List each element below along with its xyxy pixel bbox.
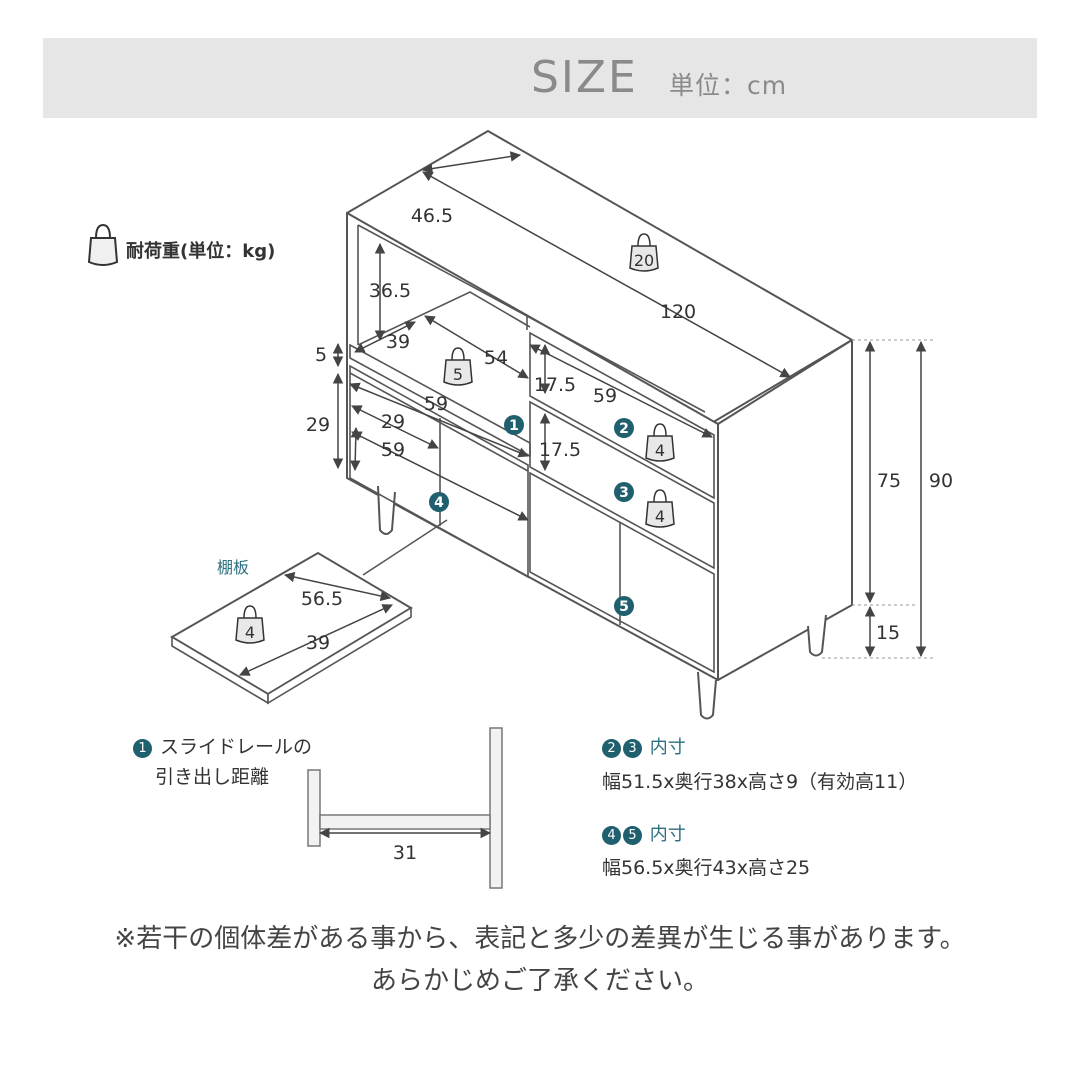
leg-front-right [697, 671, 717, 720]
disclaimer-line2: あらかじめご了承ください。 [370, 966, 709, 996]
shelf-depth: 39 [306, 632, 330, 654]
shelf-width: 56.5 [301, 588, 343, 610]
marker-3-label: 3 [619, 485, 629, 501]
dim-gap-a: 17.5 [534, 374, 576, 396]
marker-1-circle [504, 415, 524, 435]
weight-icon-shelf-opening: 5 [443, 347, 473, 386]
inner-45-text: 幅56.5x奥行43x高さ25 [602, 857, 811, 879]
dim-panel: 5 [315, 344, 327, 366]
dim-left-width: 59 [381, 439, 405, 461]
dim-height-90: 90 [929, 470, 953, 492]
marker-2-label: 2 [619, 421, 629, 437]
load-value-drawer-3: 4 [655, 507, 665, 526]
dim-left-height: 29 [306, 414, 330, 436]
marker-1-badge: 1 [133, 739, 152, 758]
loose-shelf [170, 551, 413, 696]
dim-height-75: 75 [877, 470, 901, 492]
size-title: SIZE [531, 52, 638, 103]
slide-distance: 31 [393, 842, 417, 864]
inner-23-text: 幅51.5x奥行38x高さ9（有効高11） [602, 771, 918, 793]
load-value-loose-shelf: 4 [245, 623, 255, 642]
marker-5-label: 5 [619, 599, 629, 615]
load-value-drawer-2: 4 [655, 441, 665, 460]
marker-3-circle [614, 482, 634, 502]
weight-icon-drawer-2: 4 [645, 423, 675, 462]
shelf-label: 棚板 [217, 558, 249, 577]
dim-gap-b: 17.5 [539, 439, 581, 461]
unit-label: 単位：cm [669, 71, 788, 100]
inner-45-heading-text: 内寸 [649, 824, 686, 845]
dim-leg: 15 [876, 622, 900, 644]
slide-rail-label: 1 スライドレールの [133, 732, 312, 759]
dim-left-inner: 29 [381, 411, 405, 433]
marker-4-label: 4 [434, 495, 444, 511]
weight-icon-top: 20 [629, 233, 659, 272]
inner-23-heading-text: 内寸 [649, 737, 686, 758]
size-header: SIZE 単位：cm [43, 38, 1037, 118]
marker-5-badge: 5 [623, 826, 642, 845]
dim-inner-width: 54 [484, 347, 508, 369]
marker-4-badge: 4 [602, 826, 621, 845]
weight-icon [87, 223, 119, 266]
load-value-shelf-opening: 5 [453, 365, 463, 384]
marker-2-circle [614, 418, 634, 438]
load-legend: 耐荷重(単位：kg) [86, 222, 275, 272]
marker-2-badge: 2 [602, 739, 621, 758]
weight-icon-drawer-3: 4 [645, 489, 675, 528]
slide-rail-line1: スライドレールの [160, 736, 313, 758]
dim-depth: 46.5 [411, 205, 453, 227]
marker-3-badge: 3 [623, 739, 642, 758]
dim-drawer-width: 59 [593, 385, 617, 407]
marker-5-circle [614, 596, 634, 616]
leg-front-left [377, 485, 396, 535]
dim-slide-width: 59 [424, 393, 448, 415]
dim-width: 120 [660, 301, 696, 323]
slide-rail-line2: 引き出し距離 [155, 766, 270, 788]
leg-back-right [807, 614, 827, 657]
disclaimer-line1: ※若干の個体差がある事から、表記と多少の差異が生じる事があります。 [114, 924, 966, 954]
dim-top-opening: 36.5 [369, 280, 411, 302]
marker-1-label: 1 [509, 418, 519, 434]
load-legend-label: 耐荷重(単位：kg) [126, 241, 276, 262]
dim-inner-depth: 39 [386, 331, 410, 353]
weight-icon-loose-shelf: 4 [235, 605, 265, 644]
load-value-top: 20 [634, 251, 654, 270]
marker-4-circle [429, 492, 449, 512]
slide-rail-diagram [307, 727, 503, 889]
